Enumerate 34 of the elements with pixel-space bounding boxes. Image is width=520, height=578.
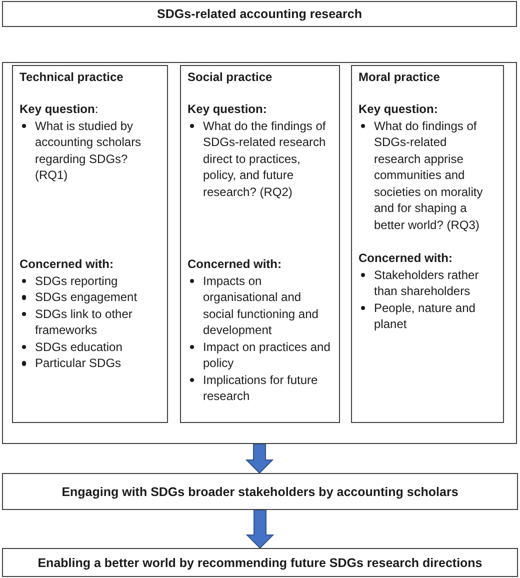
section-heading: Key question: (358, 101, 439, 118)
box-heading: SDGs-related accounting research (157, 6, 362, 22)
practice-panel (350, 64, 504, 422)
bullet-text: Stakeholders rather than shareholders (374, 266, 480, 300)
bullet-text: SDGs reporting (35, 272, 118, 289)
bullet-text: People, nature and planet (374, 300, 476, 332)
block-arrow (245, 444, 274, 474)
section-heading: Key question: (188, 101, 268, 118)
bullet-text: SDGs education (35, 338, 122, 355)
process-box (2, 473, 518, 510)
box-heading: Engaging with SDGs broader stakeholders by accounting scholars (62, 484, 458, 500)
practice-panel (12, 64, 168, 422)
container-frame (2, 62, 517, 444)
section-heading: Concerned with: (188, 256, 283, 272)
block-arrow (246, 510, 274, 549)
process-box (2, 548, 518, 577)
bullet-text: SDGs engagement (35, 289, 138, 306)
bullet-text: Impacts on organisational and social functioning and development (203, 272, 320, 338)
box-heading: Enabling a better world by recommending future SDGs research directions (38, 554, 482, 570)
bullet-text: Particular SDGs (35, 355, 122, 372)
practice-panel (180, 64, 340, 422)
section-heading: Concerned with: (358, 250, 454, 266)
section-heading: Key question: (20, 101, 100, 118)
bullet-text: SDGs link to other frameworks (35, 306, 134, 338)
bullet-text: What do the findings of SDGs-related research direct to practices, policy, and future research? (RQ2) (203, 118, 327, 200)
bullet-text: Impact on practices and policy (203, 338, 332, 372)
bullet-text: What do findings of SDGs-related research apprise communities and societies on morality and for shaping a better world? (RQ3) (374, 118, 484, 233)
bullet-text: What is studied by accounting scholars regarding SDGs? (RQ1) (35, 118, 142, 184)
section-heading: Concerned with: (20, 256, 115, 272)
panel-title: Social practice (188, 68, 274, 85)
process-box (2, 1, 517, 27)
bullet-text: Implications for future research (203, 372, 319, 404)
panel-title: Moral practice (358, 68, 441, 85)
panel-title: Technical practice (20, 68, 124, 85)
